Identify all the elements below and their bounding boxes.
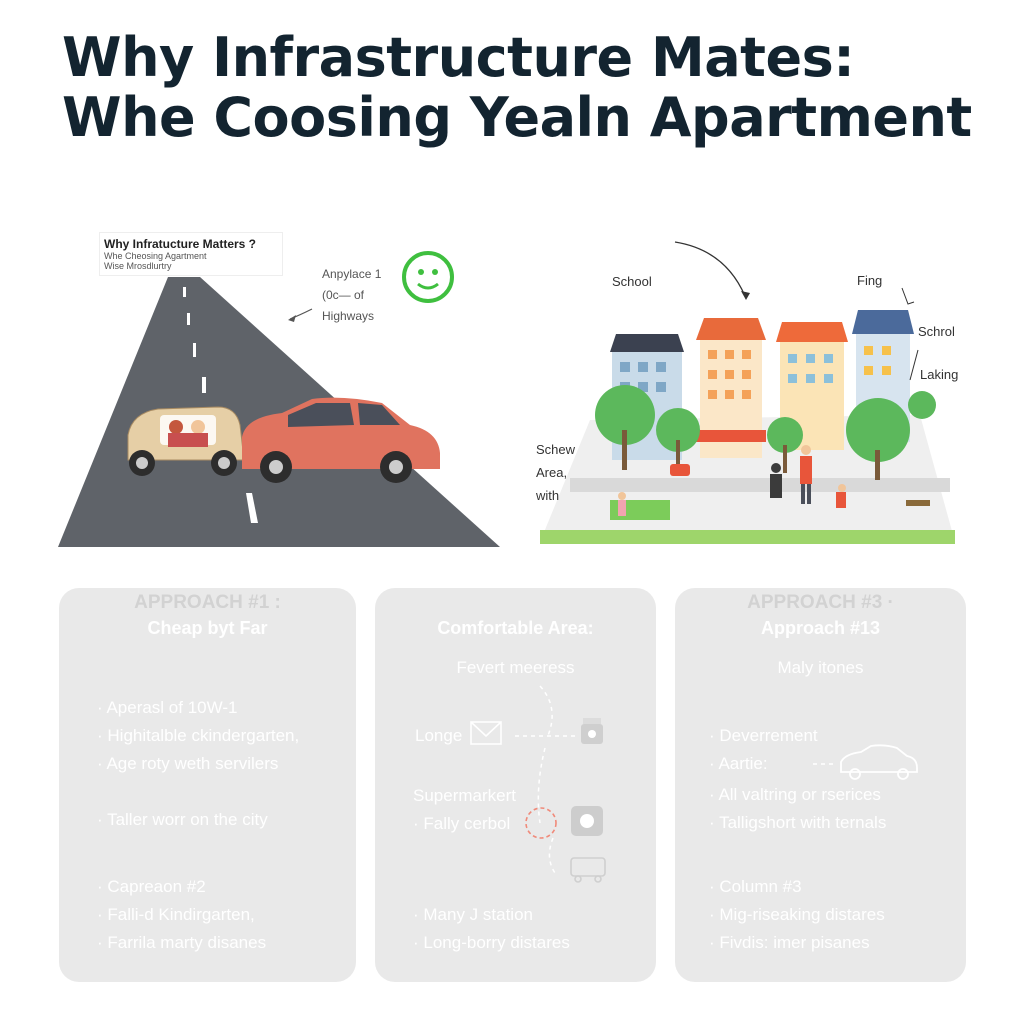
pointer-arrow xyxy=(674,241,746,297)
approach-card-3: APPROACH #3 · Approach #13 Maly itones ·… xyxy=(675,588,966,982)
family-van xyxy=(127,406,245,476)
label-fing: Fing xyxy=(857,273,883,288)
card-3-heading: APPROACH #3 · xyxy=(747,592,894,613)
highway-illustration xyxy=(50,225,510,555)
list-item: · Long-borry distares xyxy=(413,933,570,952)
label-schrol: Schrol xyxy=(918,324,955,339)
label-title: Why Infratucture Matters ? xyxy=(104,237,257,251)
list-item: · Deverrement xyxy=(709,726,818,745)
gift-icon xyxy=(581,718,603,744)
title-line-2: Whe Coosing Yealn Apartment xyxy=(62,86,972,149)
list-item: · Fally cerbol xyxy=(413,814,511,833)
approach-card-1: APPROACH #1 : Cheap byt Far · Aperasl of… xyxy=(59,588,356,982)
list-item: · Aartie: xyxy=(709,754,768,773)
approach-card-2: Comfortable Area: Fevert meeress Longe S… xyxy=(375,588,656,982)
label-schew: Schew xyxy=(536,442,576,457)
note-line-1: Anpylace 1 xyxy=(322,267,382,281)
list-item: · Highitalble ckindergarten, xyxy=(97,726,300,745)
note-line-2: (0c— of xyxy=(322,288,365,302)
list-item: · Falli-d Kindirgarten, xyxy=(97,905,255,924)
list-item: · Fivdis: imer pisanes xyxy=(709,933,870,952)
infrastructure-label: Why Infratucture Matters ? Whe Cheosing … xyxy=(100,233,282,275)
page-title: Why Infrastructure Mates: Whe Coosing Ye… xyxy=(62,28,1002,148)
list-item: · Talligshort with ternals xyxy=(709,813,887,832)
red-car xyxy=(242,397,440,483)
camera-icon xyxy=(571,806,603,836)
label-area: Area, xyxy=(536,465,568,480)
highway-note: Anpylace 1 (0c— of Highways xyxy=(322,264,381,327)
label-with: with xyxy=(536,488,560,503)
card-3-subheading: Approach #13 xyxy=(760,618,881,638)
list-item: · Mig-riseaking distares xyxy=(709,905,885,924)
people xyxy=(618,445,930,516)
label-laking: Laking xyxy=(920,367,959,382)
card-3-subtitle: Maly itones xyxy=(777,658,864,677)
card-2-connectors xyxy=(470,685,606,883)
list-item: · Age roty weth servilers xyxy=(97,754,279,773)
note-line-3: Highways xyxy=(322,309,375,323)
street xyxy=(570,478,950,492)
list-item: · Many J station xyxy=(413,905,533,924)
card-2-subtitle: Fevert meeress xyxy=(456,658,575,677)
small-car xyxy=(670,464,690,476)
trees xyxy=(595,385,936,480)
list-item: · Aperasl of 10W-1 xyxy=(97,698,238,717)
road xyxy=(58,277,500,547)
envelope-icon xyxy=(470,721,502,745)
card-1-subheading: Cheap byt Far xyxy=(147,618,268,638)
marker-circle xyxy=(525,807,557,839)
neighborhood-illustration: School Fing Schrol Laking Schew Area, wi… xyxy=(530,230,970,560)
card-1-heading: APPROACH #1 : xyxy=(134,592,281,613)
list-item: Supermarkert xyxy=(413,786,516,805)
card-3-car-graphic xyxy=(813,744,918,780)
card-2-heading: Comfortable Area: xyxy=(437,618,594,638)
list-item: · Column #3 xyxy=(709,877,802,896)
list-item: · All valtring or rserices xyxy=(709,785,881,804)
list-item: · Farrila marty disanes xyxy=(97,933,267,952)
car-outline-icon xyxy=(840,744,918,780)
label-school: School xyxy=(612,274,652,289)
list-item: · Capreaon #2 xyxy=(97,877,206,896)
bus-icon xyxy=(570,857,606,883)
smiley-icon xyxy=(402,251,454,303)
list-item: · Taller worr on the city xyxy=(97,810,268,829)
title-line-1: Why Infrastructure Mates: xyxy=(62,26,855,89)
label-line-3: Wise Mrosdlurtry xyxy=(104,261,172,271)
building-2 xyxy=(696,318,766,458)
label-line-2: Whe Cheosing Agartment xyxy=(104,251,207,261)
list-item: Longe xyxy=(415,726,463,745)
